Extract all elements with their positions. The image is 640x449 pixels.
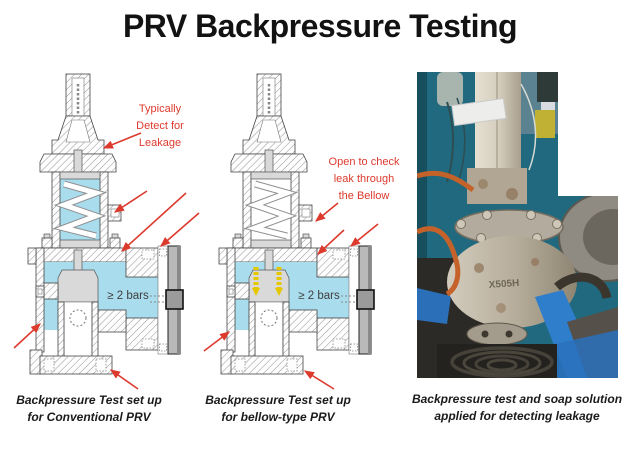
note-line: Detect for <box>136 120 184 132</box>
arrow-to-inlet-flange-2 <box>303 370 335 390</box>
caption-line: for Conventional PRV <box>27 409 151 424</box>
photo-coil-rings <box>437 344 557 378</box>
arrow-to-cap-leak-point <box>102 132 142 149</box>
note-line: Leakage <box>138 137 182 149</box>
note-typically-detect-leakage: Typically Detect for Leakage <box>110 101 210 152</box>
caption-conventional-prv: Backpressure Test set up for Conventiona… <box>6 392 172 425</box>
caption-line: applied for detecting leakage <box>434 408 600 423</box>
photo-clamp-hook <box>554 272 612 300</box>
arrow-to-blind-flange-2 <box>350 223 379 247</box>
arrow-to-inlet-flange <box>109 369 139 390</box>
arrow-to-bonnet-vent <box>113 190 148 213</box>
arrow-to-outlet-joint-2 <box>317 229 345 255</box>
page-title: PRV Backpressure Testing <box>122 8 518 44</box>
photo-backpressure-test: X505H <box>417 72 618 378</box>
arrow-to-bellows-vent <box>315 202 339 222</box>
caption-line: Backpressure Test set up <box>16 393 162 407</box>
caption-line: Backpressure test and soap solution <box>411 392 623 406</box>
arrow-to-outlet-joint <box>121 192 187 252</box>
pressure-label-conventional: ≥ 2 bars <box>107 290 149 302</box>
arrow-to-blind-flange <box>160 212 200 247</box>
annotation-arrows <box>13 132 379 390</box>
arrow-to-drain-fitting-2 <box>203 331 231 352</box>
photo-stamp-text: X505H <box>488 278 519 291</box>
caption-bellows-prv: Backpressure Test set up for bellow-type… <box>195 392 361 425</box>
note-line: the Bellow <box>338 190 390 202</box>
note-line: Open to check <box>328 156 400 168</box>
note-line: leak through <box>333 173 395 185</box>
caption-line: Backpressure Test set up <box>205 393 351 407</box>
photo-orange-cable <box>417 170 475 193</box>
pressure-label-bellows: ≥ 2 bars <box>298 290 340 302</box>
note-line: Typically <box>138 103 182 115</box>
caption-line: for bellow-type PRV <box>221 409 335 424</box>
caption-photo: Backpressure test and soap solution appl… <box>410 391 624 424</box>
note-open-check-bellow: Open to check leak through the Bellow <box>312 154 416 205</box>
diagram-bellows-prv <box>219 74 374 374</box>
arrow-to-drain-fitting <box>13 323 41 349</box>
photo-tag <box>451 97 507 127</box>
